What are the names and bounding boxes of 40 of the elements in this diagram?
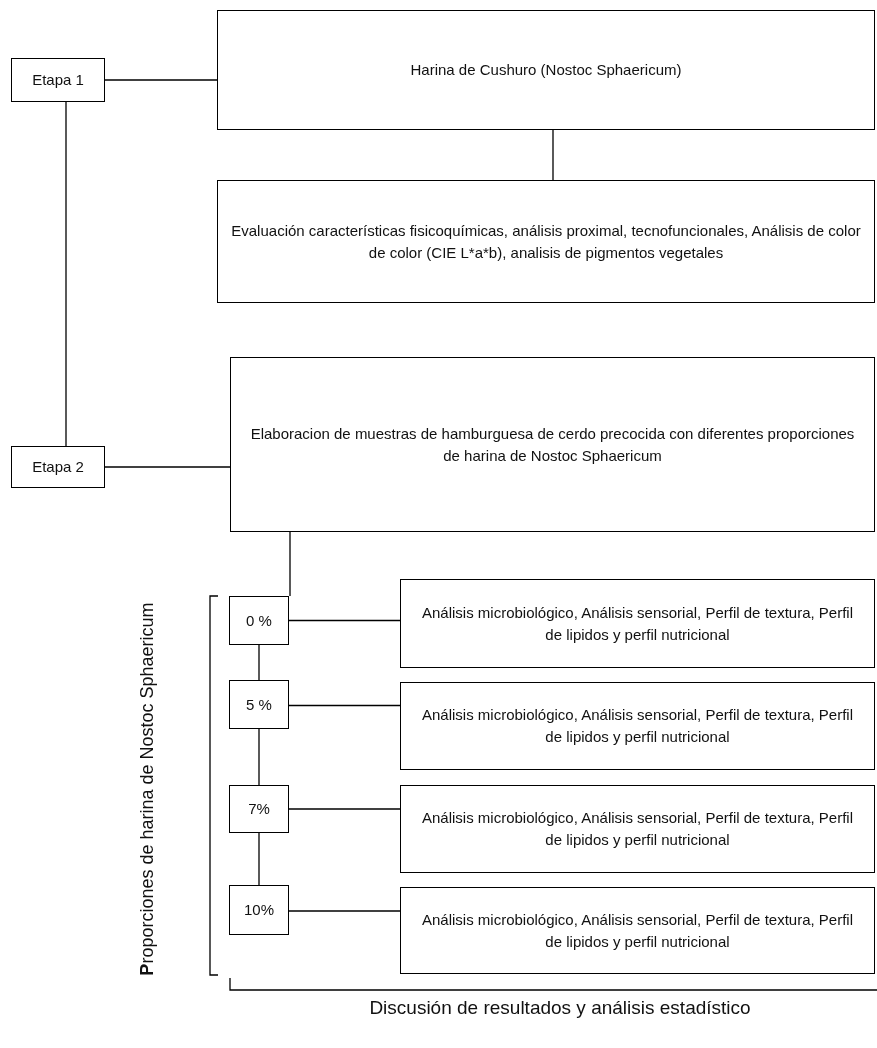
box-text: Elaboracion de muestras de hamburguesa de cerdo precocida con diferentes proporciones de harina de Nostoc Sphaericum [249,423,856,466]
box-text: Harina de Cushuro (Nostoc Sphaericum) [410,60,682,81]
box-text: Evaluación características fisicoquímicas, análisis proximal, tecnofuncionales, Análisis de color de color (CIE L*a*b), analisis de pigmentos vegetales [230,220,862,263]
box-text: Análisis microbiológico, Análisis sensorial, Perfil de textura, Perfil de lipidos y perfil nutricional [421,705,854,747]
process-box [229,885,289,935]
box-text: 7% [248,799,270,820]
box-text: 5 % [246,694,272,715]
connector-line [288,910,401,912]
bracket-label: Proporciones de harina de Nostoc Sphaericum [136,601,158,978]
footer-note: Discusión de resultados y análisis estadístico [368,996,752,1020]
box-text: 10% [244,900,274,921]
process-box [230,357,875,532]
process-box [400,887,875,974]
process-box [11,446,105,488]
process-box [229,680,289,729]
connector-line [552,129,554,181]
connector-line [104,79,218,81]
connector-line [288,704,401,707]
box-text: Análisis microbiológico, Análisis sensorial, Perfil de textura, Perfil de lipidos y perfil nutricional [421,602,854,645]
box-text: Análisis microbiológico, Análisis sensorial, Perfil de textura, Perfil de lipidos y perfil nutricional [421,808,854,850]
connector-line [104,466,231,468]
box-text: Etapa 2 [32,457,84,478]
connector-line [288,808,401,810]
process-box [400,785,875,873]
connector-line [65,101,67,447]
box-text: Etapa 1 [32,70,84,91]
connector-line [258,644,260,681]
connector-line [258,728,260,786]
connector-line [288,619,401,622]
connector-line [289,531,291,597]
process-box [11,58,105,102]
process-box [229,785,289,833]
box-text: Análisis microbiológico, Análisis sensorial, Perfil de textura, Perfil de lipidos y perfil nutricional [421,909,854,952]
box-text: 0 % [246,610,272,631]
process-box [217,180,875,303]
process-box [400,579,875,668]
process-box [217,10,875,130]
process-box [400,682,875,770]
process-box [229,596,289,645]
connector-line [258,832,260,886]
